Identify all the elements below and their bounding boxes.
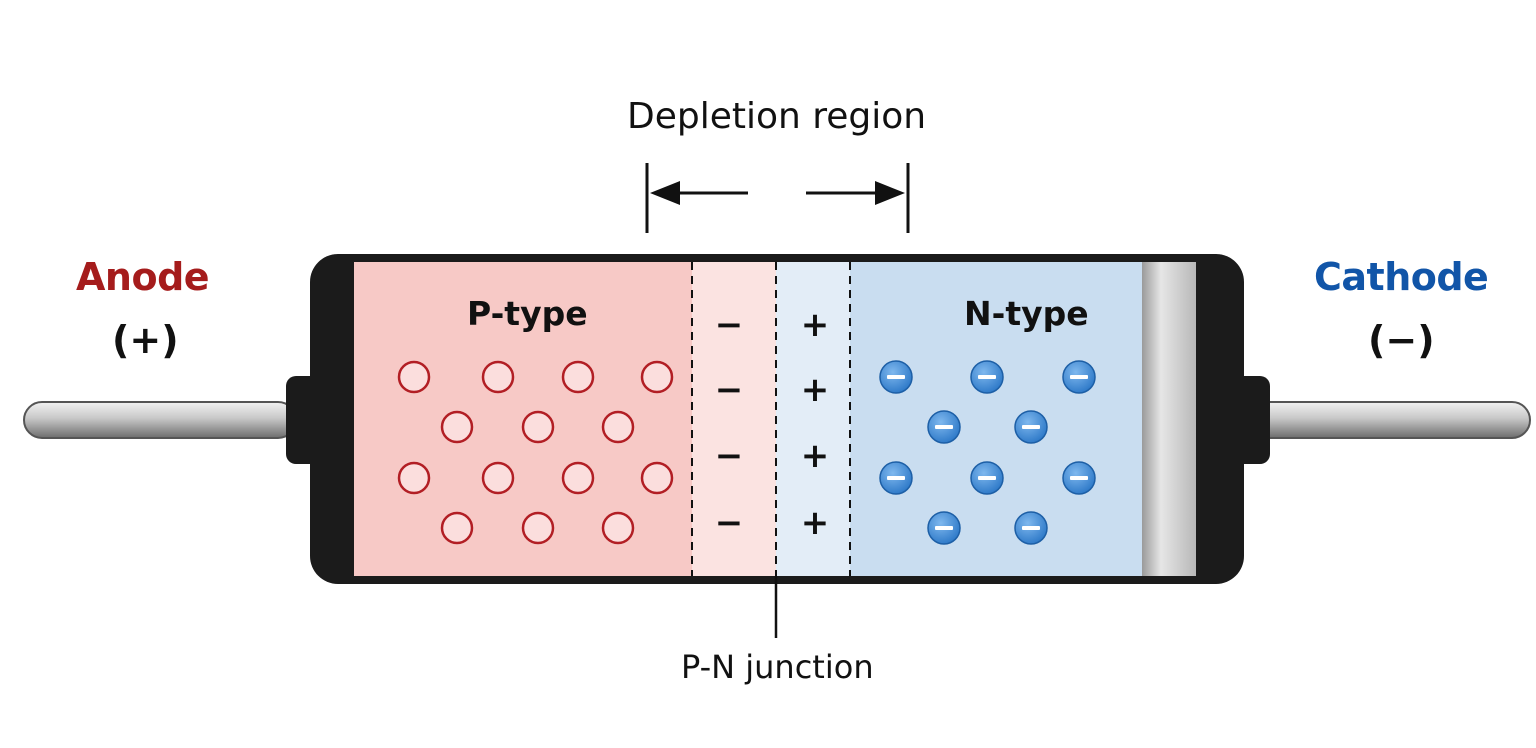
anode-label: Anode xyxy=(76,255,210,299)
electron-minus-icon xyxy=(970,360,1004,394)
hole-circle-icon xyxy=(640,461,674,495)
cathode-band xyxy=(1142,262,1196,576)
holes-group xyxy=(397,360,674,545)
hole-circle-icon xyxy=(397,461,431,495)
electron-minus-icon xyxy=(1014,410,1048,444)
negative-ion: − xyxy=(714,436,744,476)
hole-circle-icon xyxy=(521,410,555,444)
pn-junction-label: P-N junction xyxy=(681,648,874,686)
positive-ion: + xyxy=(800,370,830,410)
negative-ion: − xyxy=(714,503,744,543)
depletion-n-side xyxy=(776,262,850,576)
hole-circle-icon xyxy=(440,410,474,444)
hole-circle-icon xyxy=(521,511,555,545)
hole-circle-icon xyxy=(640,360,674,394)
anode-lead xyxy=(23,401,297,439)
n-type-region xyxy=(850,262,1142,576)
hole-circle-icon xyxy=(601,410,635,444)
arrow-right-icon xyxy=(806,181,905,205)
positive-ion: + xyxy=(800,503,830,543)
p-type-label: P-type xyxy=(467,294,588,333)
electrons-group xyxy=(879,360,1096,545)
negative-ion: − xyxy=(714,305,744,345)
negative-ion: − xyxy=(714,370,744,410)
electron-minus-icon xyxy=(1014,511,1048,545)
electron-minus-icon xyxy=(927,410,961,444)
electron-minus-icon xyxy=(879,461,913,495)
hole-circle-icon xyxy=(561,360,595,394)
hole-circle-icon xyxy=(440,511,474,545)
cathode-polarity: (−) xyxy=(1368,318,1435,362)
electron-minus-icon xyxy=(970,461,1004,495)
electron-minus-icon xyxy=(1062,360,1096,394)
positive-ion: + xyxy=(800,305,830,345)
hole-circle-icon xyxy=(601,511,635,545)
n-type-label: N-type xyxy=(964,294,1089,333)
hole-circle-icon xyxy=(481,360,515,394)
positive-ion: + xyxy=(800,436,830,476)
depletion-region-title: Depletion region xyxy=(627,96,927,137)
hole-circle-icon xyxy=(397,360,431,394)
arrow-left-icon xyxy=(650,181,748,205)
hole-circle-icon xyxy=(481,461,515,495)
hole-circle-icon xyxy=(561,461,595,495)
cathode-lead xyxy=(1239,401,1531,439)
depletion-p-side xyxy=(692,262,776,576)
electron-minus-icon xyxy=(927,511,961,545)
cathode-label: Cathode xyxy=(1314,255,1489,299)
anode-polarity: (+) xyxy=(112,318,179,362)
electron-minus-icon xyxy=(879,360,913,394)
electron-minus-icon xyxy=(1062,461,1096,495)
